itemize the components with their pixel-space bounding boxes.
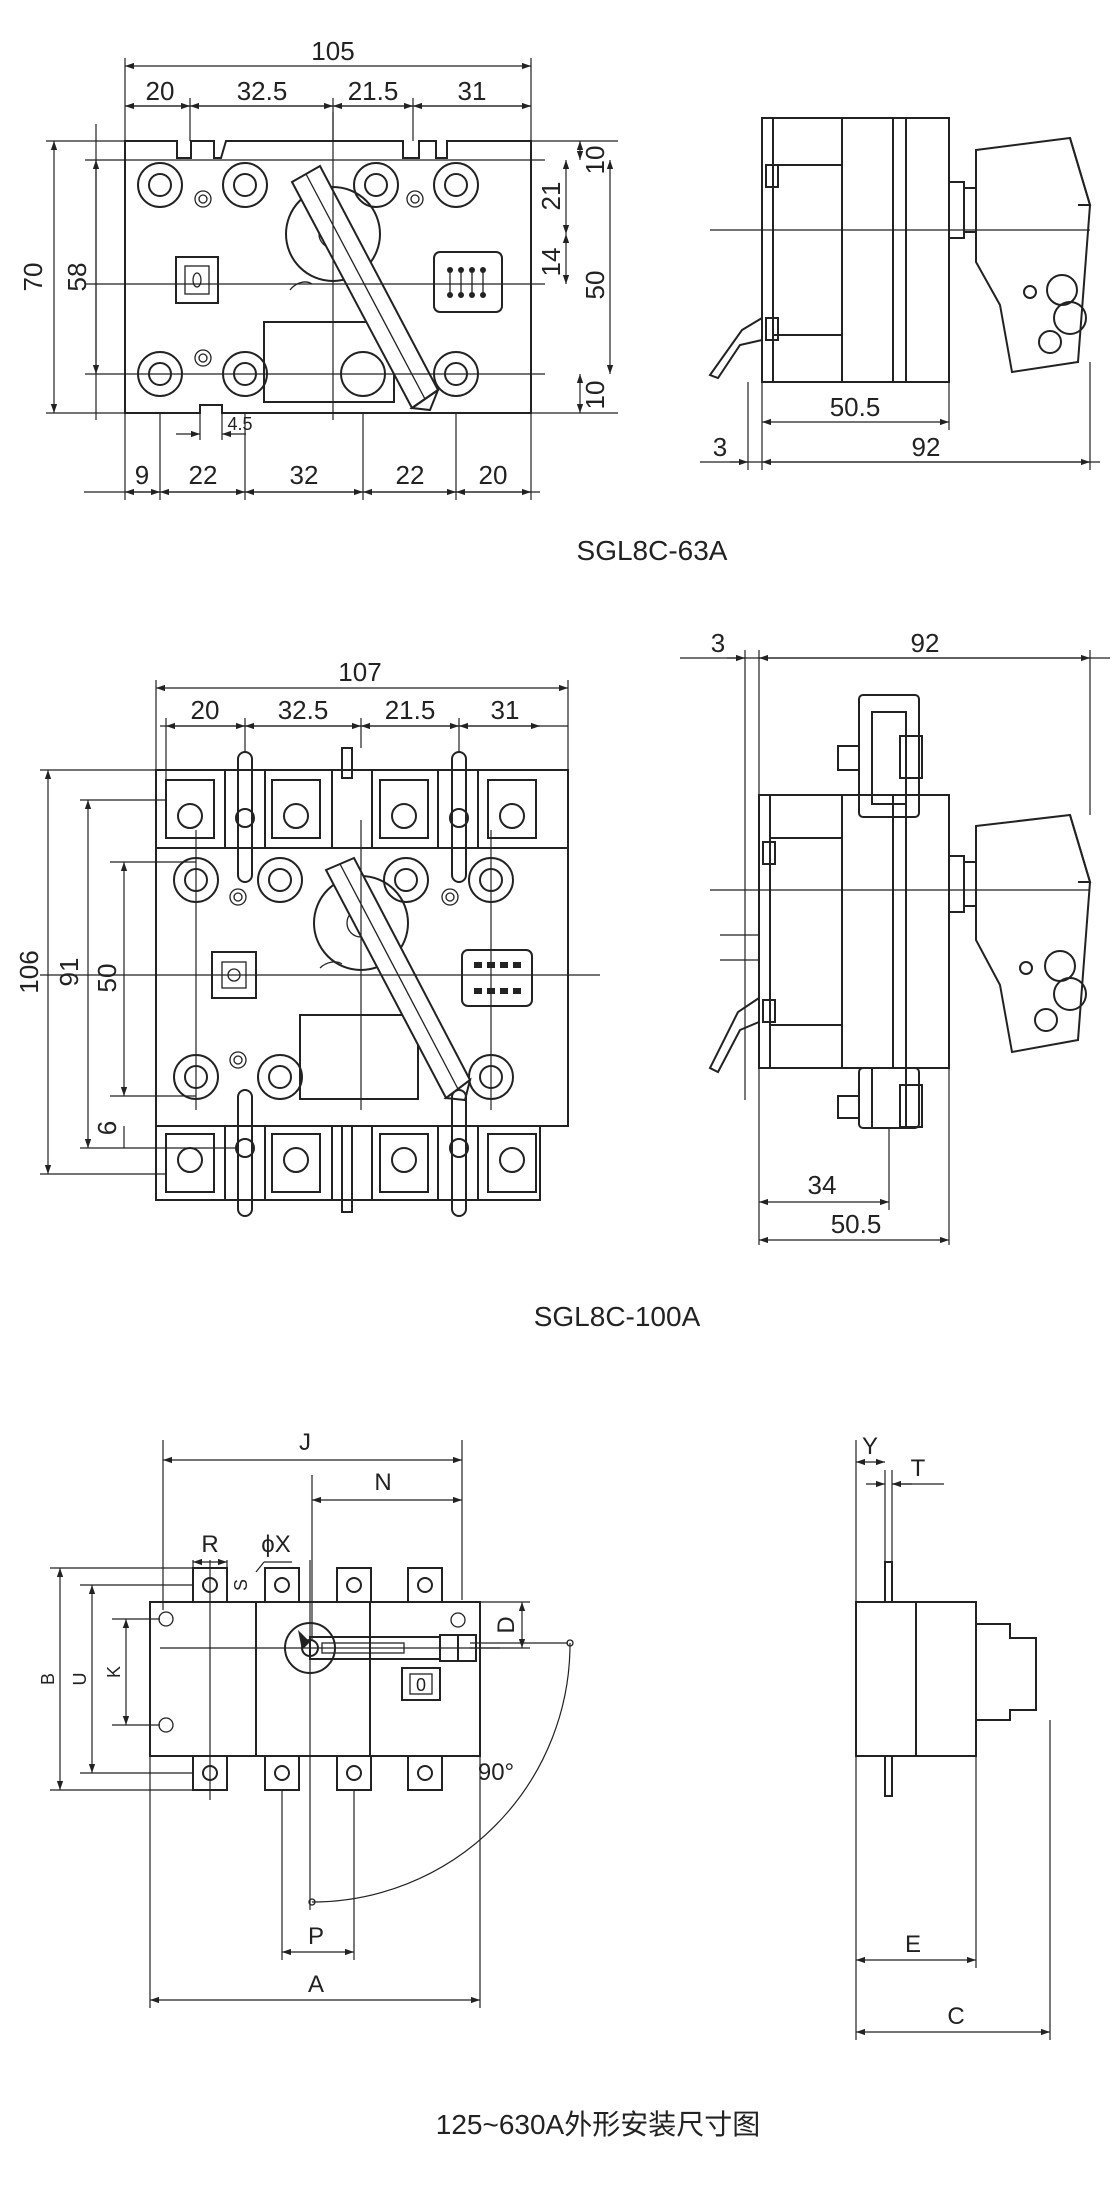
label-P: P — [308, 1923, 324, 1950]
front-view-100a — [40, 747, 600, 1217]
diagram-125-630a: 0 90° J N R ϕX — [38, 1429, 1051, 2140]
label-D: D — [493, 1616, 520, 1633]
dim-height-58: 58 — [62, 263, 92, 292]
dim-height-106: 106 — [14, 950, 44, 993]
label-Y: Y — [862, 1433, 878, 1460]
dim-right-63a: 10 21 14 50 10 — [531, 140, 618, 414]
dim-top-seg-3-100a: 21.5 — [385, 695, 436, 725]
dim-overall-width: 105 — [311, 36, 354, 66]
dim-height-50: 50 — [92, 964, 122, 993]
bottom-terminals — [192, 1755, 443, 1791]
side-view-generic: Y T E C — [855, 1433, 1051, 2040]
dim-right-10-top: 10 — [580, 146, 610, 175]
dim-top-seg-1: 20 — [146, 76, 175, 106]
dim-height-6: 6 — [92, 1121, 122, 1135]
indicator-pins-100a — [474, 962, 521, 994]
dim-bottom-63a: 4.5 9 22 32 22 20 — [84, 413, 540, 500]
dim-top-seg-4: 31 — [458, 76, 487, 106]
side-view-100a: 3 92 34 50.5 — [680, 628, 1110, 1245]
label-phiX: ϕX — [261, 1531, 290, 1558]
label-B: B — [38, 1673, 58, 1685]
dim-bottom-seg-2: 22 — [189, 460, 218, 490]
dim-side-depth-total: 92 — [912, 432, 941, 462]
dim-right-21: 21 — [536, 182, 566, 211]
dim-top-seg-1-100a: 20 — [191, 695, 220, 725]
label-S: S — [231, 1579, 251, 1591]
dim-height-70: 70 — [18, 263, 48, 292]
front-view-generic: 0 — [149, 1560, 500, 1910]
dim-side-depth-total-100a: 92 — [911, 628, 940, 658]
label-K: K — [104, 1666, 124, 1678]
label-A: A — [308, 1971, 324, 1998]
dim-top-seg-2-100a: 32.5 — [278, 695, 329, 725]
label-angle: 90° — [478, 1759, 514, 1786]
position-window — [401, 1667, 441, 1701]
dim-left-63a: 70 58 — [18, 124, 125, 420]
dim-top-63a: 105 20 32.5 21.5 31 — [124, 36, 532, 141]
diagram-sgl8c-63a: 105 20 32.5 21.5 31 70 58 10 21 — [18, 36, 1100, 566]
label-R: R — [201, 1531, 218, 1558]
rotary-handle — [285, 164, 441, 412]
indicator-window — [433, 251, 503, 313]
dim-top-100a: 107 20 32.5 21.5 31 — [155, 657, 569, 848]
diagram-sgl8c-100a: 107 20 32.5 21.5 31 106 91 50 6 — [14, 628, 1110, 1332]
label-C: C — [947, 2003, 964, 2030]
dim-top-seg-3: 21.5 — [348, 76, 399, 106]
label-U: U — [70, 1673, 90, 1686]
dim-overall-width-100a: 107 — [338, 657, 381, 687]
rotation-arc — [311, 1642, 571, 1903]
label-N: N — [374, 1469, 391, 1496]
dim-right-10-bottom: 10 — [580, 381, 610, 410]
dim-bottom-seg-3: 32 — [290, 460, 319, 490]
dim-side-depth-mount: 34 — [808, 1170, 837, 1200]
dim-side-depth-body-100a: 50.5 — [831, 1209, 882, 1239]
dim-right-50: 50 — [580, 271, 610, 300]
caption-sgl8c-100a: SGL8C-100A — [534, 1301, 701, 1332]
label-J: J — [299, 1429, 311, 1456]
lock-window-icon — [175, 256, 219, 304]
dim-side-depth-body: 50.5 — [830, 392, 881, 422]
dim-height-91: 91 — [54, 958, 84, 987]
caption-sgl8c-63a: SGL8C-63A — [577, 535, 728, 566]
dim-generic: J N R ϕX S D — [38, 1429, 530, 2008]
front-view-63a — [85, 112, 545, 420]
dim-side-offset: 3 — [713, 432, 727, 462]
indicator-pins — [447, 267, 486, 298]
label-E: E — [905, 1931, 921, 1958]
dim-bottom-seg-4: 22 — [396, 460, 425, 490]
dim-top-seg-2: 32.5 — [237, 76, 288, 106]
dim-top-seg-4-100a: 31 — [491, 695, 520, 725]
dim-bottom-seg-1: 9 — [135, 460, 149, 490]
side-view-63a: 50.5 3 92 — [700, 117, 1100, 470]
dim-left-100a: 106 91 50 6 — [14, 769, 238, 1175]
position-window-value: 0 — [416, 1675, 426, 1695]
dim-right-14: 14 — [536, 248, 566, 277]
dim-side-offset-100a: 3 — [711, 628, 725, 658]
dim-bottom-seg-5: 20 — [479, 460, 508, 490]
dim-slot-width: 4.5 — [227, 414, 252, 434]
caption-125-630a: 125~630A外形安装尺寸图 — [436, 2109, 760, 2140]
label-T: T — [911, 1455, 926, 1482]
